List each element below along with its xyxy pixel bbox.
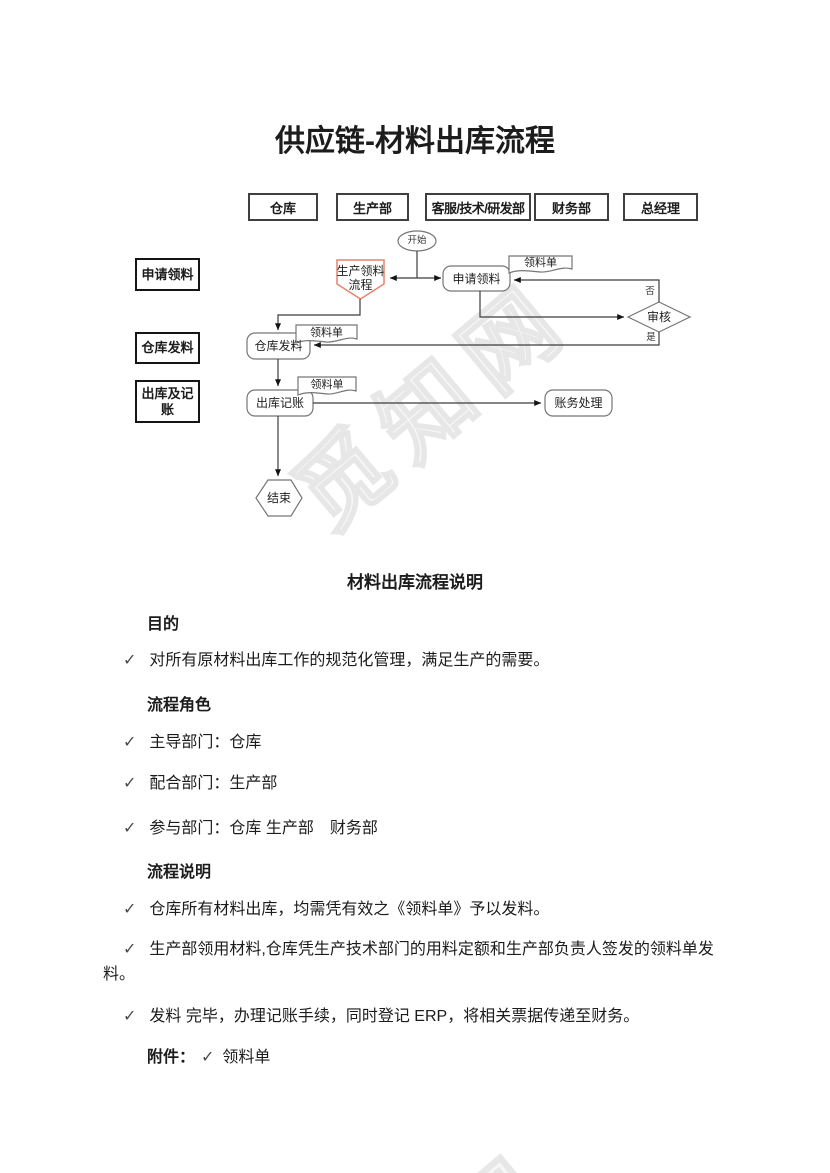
bullet-text: 参与部门：仓库 生产部 财务部	[149, 820, 378, 837]
check-icon: ✓	[201, 1049, 215, 1066]
lane-header-gm: 总经理	[623, 193, 698, 221]
document-shape-2	[295, 324, 358, 344]
node-record-label: 出库记账	[255, 396, 304, 410]
check-icon: ✓	[123, 1008, 137, 1025]
section-heading: 材料出库流程说明	[347, 573, 483, 592]
attachments-heading: 附件：	[147, 1049, 196, 1066]
check-icon: ✓	[123, 734, 137, 751]
bullet-rule-2: ✓生产部领用材料,仓库凭生产技术部门的用料定额和生产部负责人签发的领料单发料。	[103, 937, 715, 987]
check-icon: ✓	[123, 652, 137, 669]
production-pentagon	[336, 259, 385, 300]
phase-label-record: 出库及记账	[135, 380, 200, 423]
flowchart-graphic	[246, 230, 692, 517]
bullet-purpose: ✓ 对所有原材料出库工作的规范化管理，满足生产的需要。	[103, 648, 715, 673]
node-production-label: 生产领料流程	[336, 264, 385, 292]
bullet-text: 仓库所有材料出库，均需凭有效之《领料单》予以发料。	[149, 901, 550, 918]
bullet-text: 主导部门：仓库	[149, 734, 262, 751]
phase-label-issue: 仓库发料	[135, 332, 200, 364]
attachment-item: 领料单	[222, 1049, 271, 1066]
check-icon: ✓	[123, 941, 137, 958]
document-label-1: 领料单	[524, 257, 557, 269]
process-desc-heading: 流程说明	[147, 864, 212, 881]
review-yes-label: 是	[646, 331, 656, 343]
bullet-text: 发料 完毕，办理记账手续，同时登记 ERP，将相关票据传递至财务。	[149, 1008, 640, 1025]
document-shape-1	[508, 255, 573, 274]
check-icon: ✓	[123, 820, 137, 837]
bullet-text: 生产部领用材料,仓库凭生产技术部门的用料定额和生产部负责人签发的领料单发料。	[103, 941, 714, 983]
bullet-text: 对所有原材料出库工作的规范化管理，满足生产的需要。	[149, 652, 550, 669]
document-label-2: 领料单	[310, 326, 343, 339]
bullet-rule-1: ✓ 仓库所有材料出库，均需凭有效之《领料单》予以发料。	[103, 897, 715, 922]
phase-label-request: 申请领料	[135, 258, 200, 291]
connector-review-no-return	[513, 277, 660, 302]
bullet-rule-3: ✓ 发料 完毕，办理记账手续，同时登记 ERP，将相关票据传递至财务。	[103, 1004, 715, 1029]
node-finance-label: 账务处理	[554, 396, 603, 410]
review-diamond	[626, 301, 692, 333]
lane-header-finance: 财务部	[534, 193, 609, 221]
review-no-label: 否	[645, 285, 655, 297]
connector-request-review	[479, 291, 625, 320]
bullet-coop-dept: ✓ 配合部门：生产部	[103, 771, 715, 796]
page-title: 供应链-材料出库流程	[275, 125, 555, 158]
attachments-line: 附件： ✓ 领料单	[147, 1043, 270, 1067]
lane-header-production: 生产部	[336, 193, 409, 221]
end-hexagon	[255, 479, 303, 517]
node-end-label: 结束	[266, 491, 291, 505]
bullet-lead-dept: ✓ 主导部门：仓库	[103, 730, 715, 755]
purpose-heading: 目的	[147, 616, 180, 633]
node-request-label: 申请领料	[452, 271, 501, 286]
bullet-text: 配合部门：生产部	[149, 775, 278, 792]
bullet-participants: ✓ 参与部门：仓库 生产部 财务部	[103, 816, 715, 841]
lane-header-warehouse: 仓库	[248, 193, 318, 221]
check-icon: ✓	[123, 901, 137, 918]
node-start-label: 开始	[407, 235, 427, 246]
request-shape	[442, 265, 511, 292]
check-icon: ✓	[123, 775, 137, 792]
roles-heading: 流程角色	[147, 697, 212, 714]
lane-header-service-tech-rd: 客服/技术/研发部	[425, 193, 531, 221]
node-review-label: 审核	[646, 310, 671, 324]
finance-shape	[544, 389, 613, 417]
connector-review-yes-issue	[313, 332, 660, 348]
document-label-3: 领料单	[310, 378, 344, 391]
connector-production-issue	[275, 299, 361, 331]
watermark-bottom: 觅知网	[145, 1099, 615, 1173]
node-issue-label: 仓库发料	[254, 339, 303, 353]
document-shape-3	[297, 376, 357, 396]
